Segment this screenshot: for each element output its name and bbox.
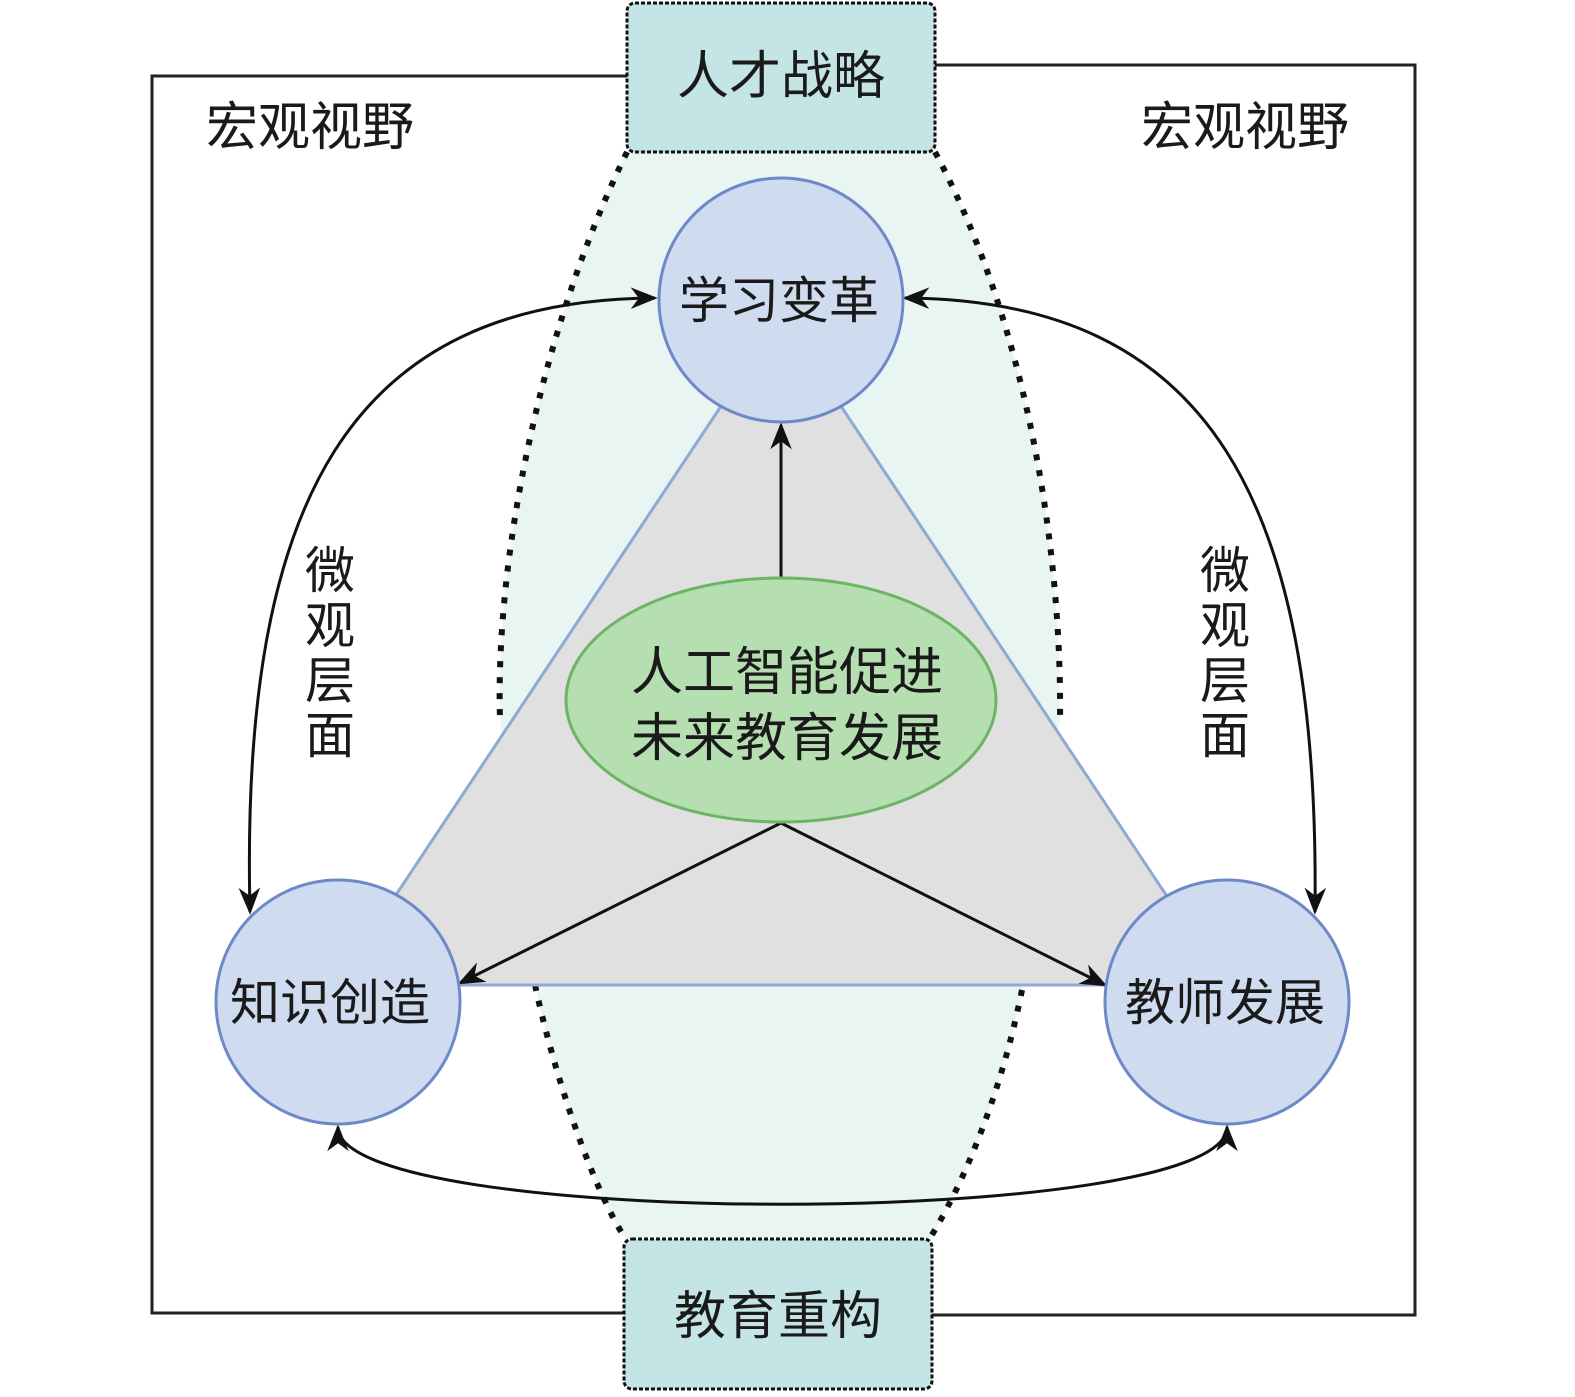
- macro-label-right: 宏观视野: [1141, 98, 1349, 158]
- micro-label-char: 微: [305, 542, 355, 600]
- micro-label-char: 观: [1200, 597, 1250, 655]
- bottom-box[interactable]: [622, 1237, 934, 1391]
- bottom-box-label: 教育重构: [674, 1287, 882, 1347]
- node-left[interactable]: [214, 878, 462, 1126]
- lens-right-border-lower: [927, 989, 1025, 1240]
- node-left-label: 知识创造: [230, 974, 430, 1032]
- micro-label-char: 层: [305, 652, 355, 710]
- micro-label-char: 观: [305, 597, 355, 655]
- micro-label-char: 面: [1200, 707, 1250, 765]
- micro-label-char: 微: [1200, 542, 1250, 600]
- micro-label-char: 层: [1200, 652, 1250, 710]
- curve-arrow-right: [902, 287, 1327, 915]
- top-box-label: 人才战略: [677, 47, 885, 107]
- arrow-to-left: [457, 821, 782, 985]
- center-label-line1: 人工智能促进: [631, 643, 943, 703]
- micro-label-char: 面: [305, 707, 355, 765]
- micro-label-left: 微 观 层 面: [305, 542, 355, 765]
- curve-arrow-bottom: [327, 1124, 1238, 1206]
- node-top[interactable]: [657, 176, 905, 424]
- macro-frame-right: [932, 63, 1417, 1317]
- top-box[interactable]: [625, 1, 937, 154]
- node-right-label: 教师发展: [1125, 974, 1325, 1032]
- micro-label-right: 微 观 层 面: [1200, 542, 1250, 765]
- macro-frame-left: [150, 74, 627, 1315]
- node-right[interactable]: [1103, 878, 1351, 1126]
- center-label-line2: 未来教育发展: [631, 709, 943, 769]
- curve-arrow-left: [238, 287, 658, 915]
- node-top-label: 学习变革: [679, 272, 879, 330]
- macro-label-left: 宏观视野: [206, 98, 414, 158]
- center-ellipse[interactable]: [564, 576, 998, 824]
- arrow-to-right: [780, 821, 1108, 987]
